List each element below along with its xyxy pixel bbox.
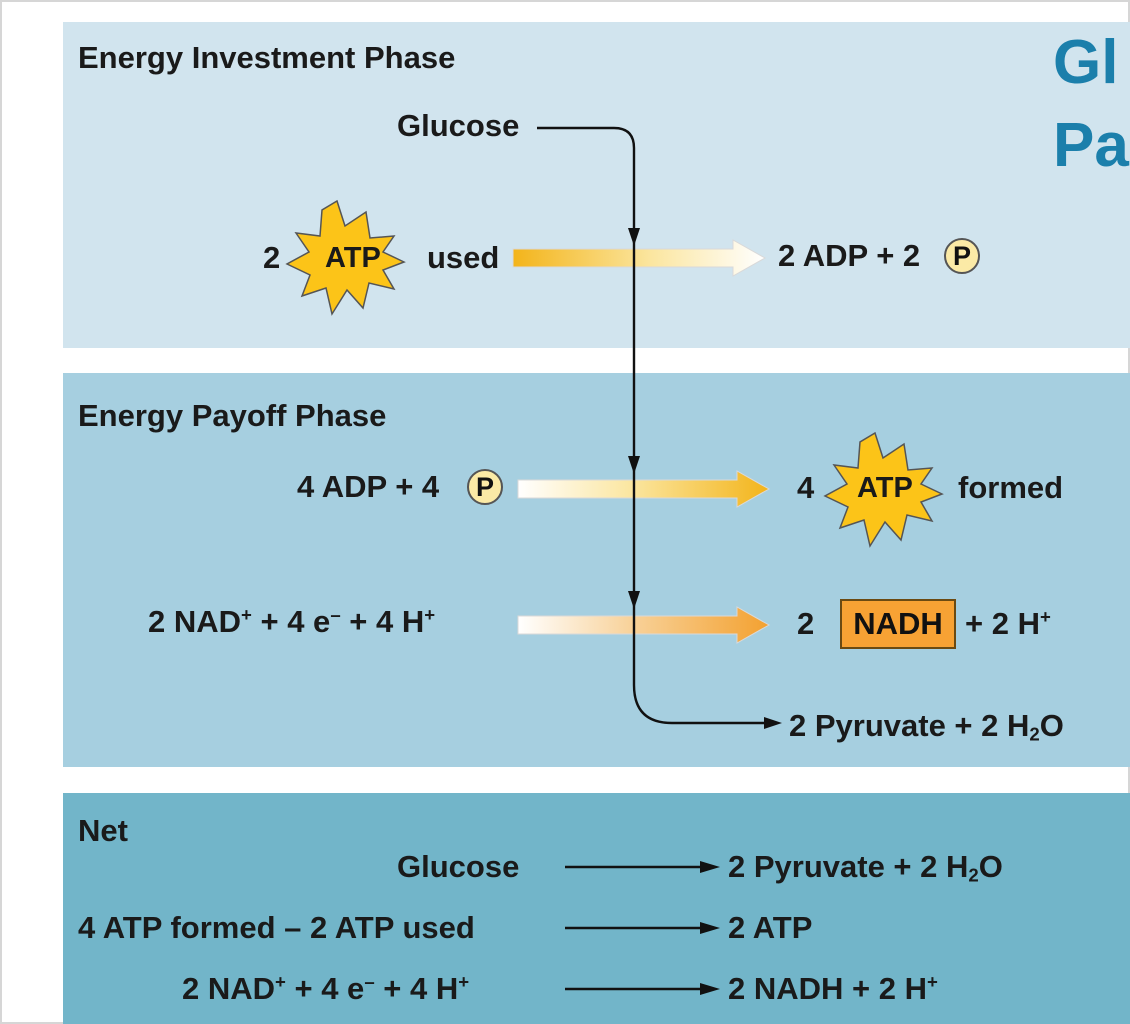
net-row3-nad: 2 NAD — [182, 971, 276, 1006]
pyruvate-arrowhead — [764, 717, 782, 729]
atp-used-count: 2 — [263, 240, 281, 275]
used-label: used — [427, 240, 500, 275]
nadh-count: 2 — [797, 606, 815, 641]
nad-text: 2 NAD — [148, 604, 242, 639]
net-row3-right-charge: + — [926, 970, 938, 992]
glucose-label: Glucose — [397, 108, 520, 143]
pathway-arrowhead-1 — [628, 228, 640, 246]
glucose-pathway-line — [537, 126, 768, 725]
net-row3-nad-charge: + — [275, 970, 286, 992]
pathway-arrowhead-3 — [628, 591, 640, 609]
net-row1-right-text: 2 Pyruvate + 2 H — [728, 849, 969, 884]
net-panel — [63, 793, 1130, 1024]
energy-investment-panel — [63, 22, 1130, 348]
proton-charge: + — [424, 603, 436, 625]
atp-formed-count: 4 — [797, 470, 815, 505]
net-row2-right: 2 ATP — [728, 910, 813, 945]
water-subscript: 2 — [1029, 723, 1040, 745]
phosphate-circle-icon: P — [944, 238, 980, 274]
nadh-box: NADH — [840, 599, 956, 649]
payoff-heading: Energy Payoff Phase — [78, 398, 387, 433]
title-fragment-line1: Gl — [1053, 28, 1119, 97]
atp-formation-arrow — [517, 470, 771, 508]
net-row3-proton: + 4 H — [374, 971, 459, 1006]
net-row1-subscript: 2 — [968, 864, 979, 886]
atp-starburst-icon — [285, 199, 406, 316]
net-row3-electron-charge: – — [364, 970, 375, 992]
adp-product-text: 2 ADP + 2 — [778, 238, 921, 273]
investment-reaction-arrow — [512, 239, 767, 277]
adp-reactant-text: 4 ADP + 4 — [297, 469, 440, 504]
pyruvate-text: 2 Pyruvate + 2 H — [789, 708, 1030, 743]
atp-used-label: ATP — [325, 242, 381, 274]
phosphate-circle-icon: P — [467, 469, 503, 505]
net-row1-end: O — [978, 849, 1003, 884]
nadh-tail-text: + 2 H — [965, 606, 1040, 641]
pyruvate-product: 2 Pyruvate + 2 H2O — [789, 708, 1064, 743]
net-row1-left: Glucose — [397, 849, 520, 884]
electron-charge: – — [330, 603, 341, 625]
nadh-tail-charge: + — [1039, 605, 1051, 627]
water-end: O — [1039, 708, 1064, 743]
nadh-formation-arrow — [517, 606, 771, 644]
net-row2-left: 4 ATP formed – 2 ATP used — [78, 910, 475, 945]
electron-text: + 4 e — [251, 604, 331, 639]
net-row3-right: 2 NADH + 2 H+ — [728, 970, 938, 1006]
nadh-tail: + 2 H+ — [965, 605, 1051, 641]
energy-payoff-panel — [63, 373, 1130, 767]
net-row3-right-text: 2 NADH + 2 H — [728, 971, 927, 1006]
investment-heading: Energy Investment Phase — [78, 40, 456, 75]
formed-label: formed — [958, 470, 1064, 505]
net-heading: Net — [78, 813, 128, 848]
net-row3-electron: + 4 e — [285, 971, 365, 1006]
atp-starburst-icon — [823, 431, 944, 548]
net-arrows — [565, 861, 720, 995]
nad-charge: + — [241, 603, 252, 625]
net-row1-right: 2 Pyruvate + 2 H2O — [728, 849, 1003, 884]
proton-text: + 4 H — [340, 604, 425, 639]
atp-formed-label: ATP — [857, 472, 913, 504]
net-row3-left: 2 NAD+ + 4 e– + 4 H+ — [182, 970, 470, 1006]
pathway-arrowhead-2 — [628, 456, 640, 474]
nad-reactants: 2 NAD+ + 4 e– + 4 H+ — [148, 603, 436, 639]
title-fragment-line2: Pa — [1053, 111, 1129, 180]
net-row3-proton-charge: + — [458, 970, 470, 992]
